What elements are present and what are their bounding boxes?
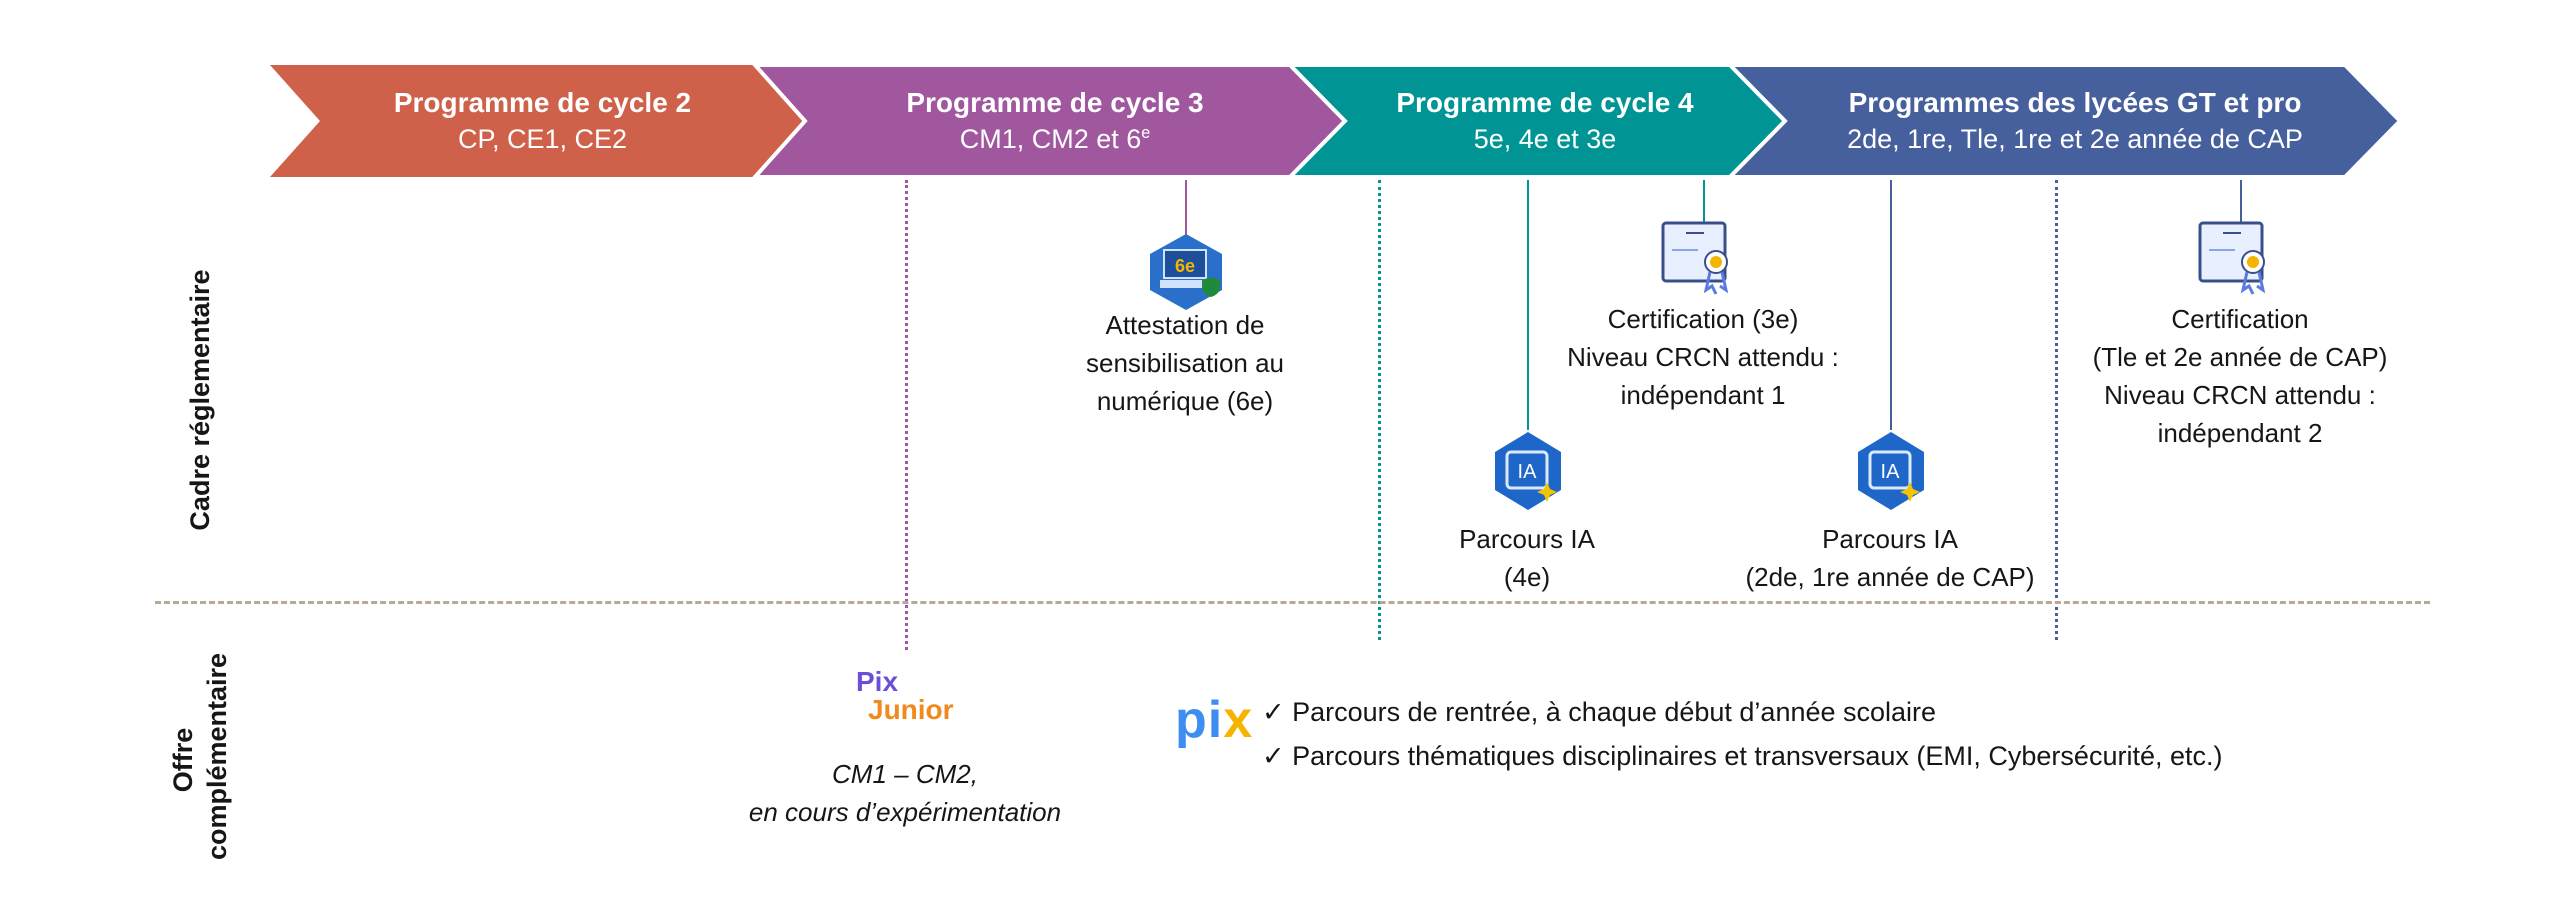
stage-levels: CP, CE1, CE2 [457, 124, 628, 154]
stage-levels: 2de, 1re, Tle, 1re et 2e année de CAP [1847, 124, 2303, 154]
chevron-lycee [1725, 63, 2403, 179]
connector-line [1527, 180, 1529, 430]
connector-line [1703, 180, 1705, 225]
connector-line [1185, 180, 1187, 235]
check-icon: ✓ [1262, 741, 1293, 771]
check-icon: ✓ [1262, 697, 1293, 727]
cycle4-boundary-line [1378, 180, 1381, 640]
stage-lycee: Programmes des lycées GT et pro 2de, 1re… [1785, 65, 2365, 177]
cycle3-boundary-line [905, 180, 908, 650]
stage-cycle2: Programme de cycle 2 CP, CE1, CE2 [320, 65, 765, 177]
stage-title: Programme de cycle 3 [906, 87, 1204, 118]
list-item: ✓ Parcours thématiques disciplinaires et… [1262, 741, 2223, 771]
lycee-boundary-line [2055, 180, 2058, 640]
row-separator [155, 601, 2430, 604]
pix-junior-label: CM1 – CM2,en cours d’expérimentation [748, 759, 1062, 827]
stage-cycle3: Programme de cycle 3 CM1, CM2 et 6e [805, 65, 1305, 177]
svg-text:6e: 6e [1175, 256, 1195, 276]
pix-offer-list: ✓ Parcours de rentrée, à chaque début d’… [1262, 690, 2222, 778]
ia-badge-icon: IA [1495, 432, 1561, 510]
parcours-ia-lycee-label: Parcours IA(2de, 1re année de CAP) [1745, 524, 2035, 592]
list-item: ✓ Parcours de rentrée, à chaque début d’… [1262, 697, 1937, 727]
badge-6e-icon: 6e [1150, 234, 1222, 310]
pix-logo: pix [1175, 691, 1254, 749]
connector-line [2240, 180, 2242, 225]
chevron-cycle2 [270, 65, 805, 177]
certification-3e-label: Certification (3e)Niveau CRCN attendu :i… [1567, 304, 1839, 410]
svg-text:IA: IA [1518, 461, 1538, 483]
ia-badge-icon: IA [1858, 432, 1924, 510]
row-label-regulatory: Cadre réglementaire [185, 269, 215, 531]
certification-lycee-label: Certification(Tle et 2e année de CAP)Niv… [2092, 304, 2388, 448]
stage-title: Programme de cycle 4 [1396, 87, 1694, 118]
pix-junior-logo: Pix Junior [856, 666, 954, 725]
stage-cycle4: Programme de cycle 4 5e, 4e et 3e [1345, 65, 1745, 177]
svg-text:IA: IA [1881, 461, 1901, 483]
connector-line [1890, 180, 1892, 430]
stage-title: Programme de cycle 2 [393, 87, 692, 118]
stage-levels: CM1, CM2 et 6e [959, 124, 1151, 154]
certificate-icon [1661, 221, 1729, 295]
stage-title: Programmes des lycées GT et pro [1848, 87, 2302, 118]
certificate-icon [2198, 221, 2266, 295]
stage-arrows [270, 63, 2403, 179]
row-label-complementary: Offre complémentaire [168, 652, 232, 860]
parcours-ia-4e-label: Parcours IA(4e) [1459, 524, 1595, 592]
stage-levels: 5e, 4e et 3e [1473, 124, 1617, 154]
